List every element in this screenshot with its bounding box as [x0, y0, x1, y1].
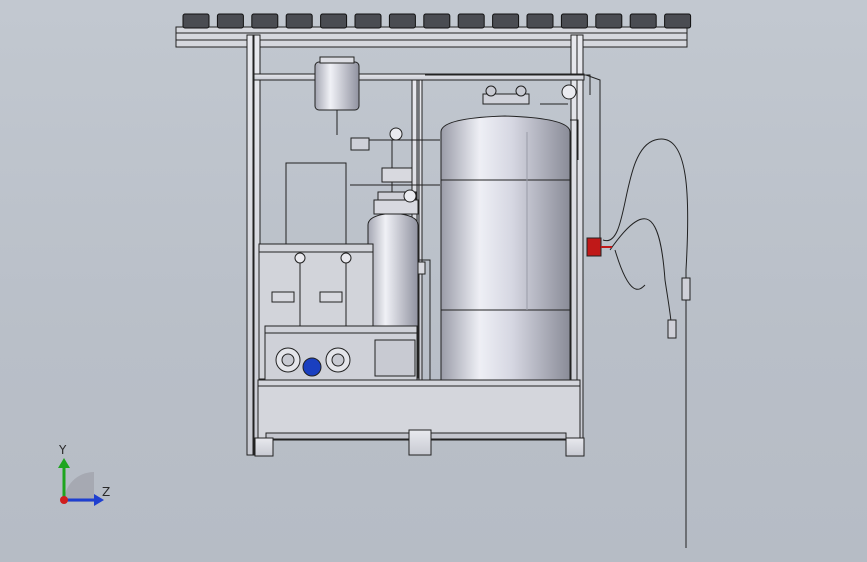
- roof-block: [423, 13, 451, 29]
- roof-block: [560, 13, 588, 29]
- roof-block: [216, 13, 244, 29]
- roof-block: [285, 13, 313, 29]
- axis-triad: [58, 458, 104, 506]
- main-storage-tank: [440, 85, 571, 381]
- external-hose: [585, 74, 691, 548]
- roof-block: [457, 13, 485, 29]
- roof-block: [629, 13, 657, 29]
- expansion-vessel: [314, 56, 370, 151]
- roof-block: [320, 13, 348, 29]
- roof-block: [492, 13, 520, 29]
- blue-pump-motor: [302, 357, 322, 377]
- z-axis-label: Z: [102, 485, 111, 499]
- roof-block: [182, 13, 210, 29]
- roof-block: [251, 13, 279, 29]
- roof-rail: [175, 13, 692, 48]
- roof-block: [664, 13, 692, 29]
- piping-network: [350, 74, 591, 380]
- y-axis-label: Y: [59, 443, 67, 457]
- pump-station: [258, 162, 418, 381]
- skid-frame: [246, 34, 585, 457]
- roof-block: [595, 13, 623, 29]
- roof-block: [526, 13, 554, 29]
- roof-block: [388, 13, 416, 29]
- red-valve: [586, 237, 602, 257]
- roof-block: [354, 13, 382, 29]
